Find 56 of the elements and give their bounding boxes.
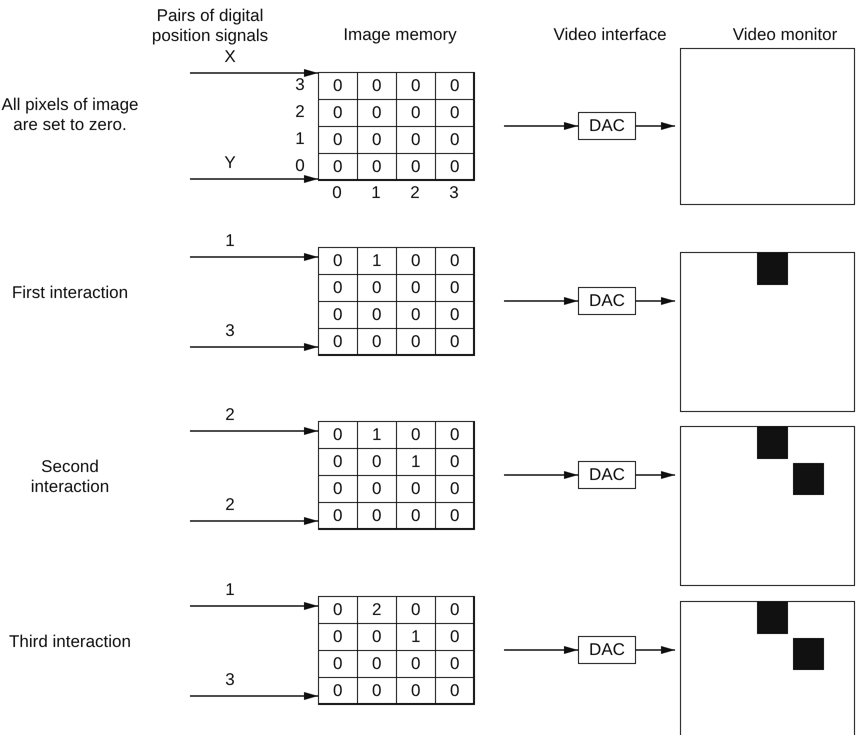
dac-box: DAC xyxy=(578,287,636,315)
axis-number: 1 xyxy=(294,129,306,149)
axis-number: 3 xyxy=(448,183,460,203)
edge-label: Y xyxy=(223,153,237,173)
arrow xyxy=(190,69,318,77)
monitor-screen xyxy=(680,426,855,586)
memory-cell: 0 xyxy=(434,152,475,181)
dac-box: DAC xyxy=(578,461,636,489)
column-heading: Image memory xyxy=(342,25,458,45)
row-caption: Third interaction xyxy=(8,632,132,652)
row-caption: First interaction xyxy=(10,283,130,303)
memory-cell: 0 xyxy=(434,676,475,705)
edge-label: 1 xyxy=(224,580,236,600)
axis-number: 2 xyxy=(294,102,306,122)
arrow xyxy=(190,253,318,261)
axis-number: 0 xyxy=(331,183,343,203)
monitor-screen xyxy=(680,252,855,412)
monitor-screen xyxy=(680,48,855,205)
arrow xyxy=(636,122,675,130)
arrow xyxy=(504,297,578,305)
arrow xyxy=(190,602,318,610)
row-caption: Second interaction xyxy=(30,457,110,497)
axis-number: 0 xyxy=(294,156,306,176)
edge-label: 1 xyxy=(224,231,236,251)
dac-box: DAC xyxy=(578,112,636,140)
axis-number: 2 xyxy=(409,183,421,203)
column-heading: Pairs of digital position signals xyxy=(150,6,270,46)
arrow xyxy=(636,471,675,479)
memory-grid xyxy=(318,421,474,529)
arrow xyxy=(190,175,318,183)
edge-label: 3 xyxy=(224,670,236,690)
arrow xyxy=(190,343,318,351)
arrow xyxy=(636,297,675,305)
memory-cell: 0 xyxy=(434,328,475,356)
edge-label: X xyxy=(223,47,237,67)
arrow xyxy=(636,646,675,654)
edge-label: 3 xyxy=(224,321,236,341)
axis-number: 3 xyxy=(294,75,306,95)
memory-grid xyxy=(318,72,474,180)
arrow xyxy=(504,646,578,654)
dac-box: DAC xyxy=(578,636,636,664)
edge-label: 2 xyxy=(224,405,236,425)
memory-grid xyxy=(318,247,474,355)
row-caption: All pixels of image are set to zero. xyxy=(0,95,140,135)
column-heading: Video interface xyxy=(552,25,668,45)
memory-cell: 0 xyxy=(434,502,475,530)
memory-grid xyxy=(318,596,474,704)
arrow xyxy=(504,122,578,130)
column-heading: Video monitor xyxy=(732,25,838,45)
axis-number: 1 xyxy=(370,183,382,203)
arrow xyxy=(190,517,318,525)
monitor-screen xyxy=(680,601,855,735)
arrow xyxy=(190,427,318,435)
arrow xyxy=(504,471,578,479)
edge-label: 2 xyxy=(224,495,236,515)
arrow xyxy=(190,692,318,700)
